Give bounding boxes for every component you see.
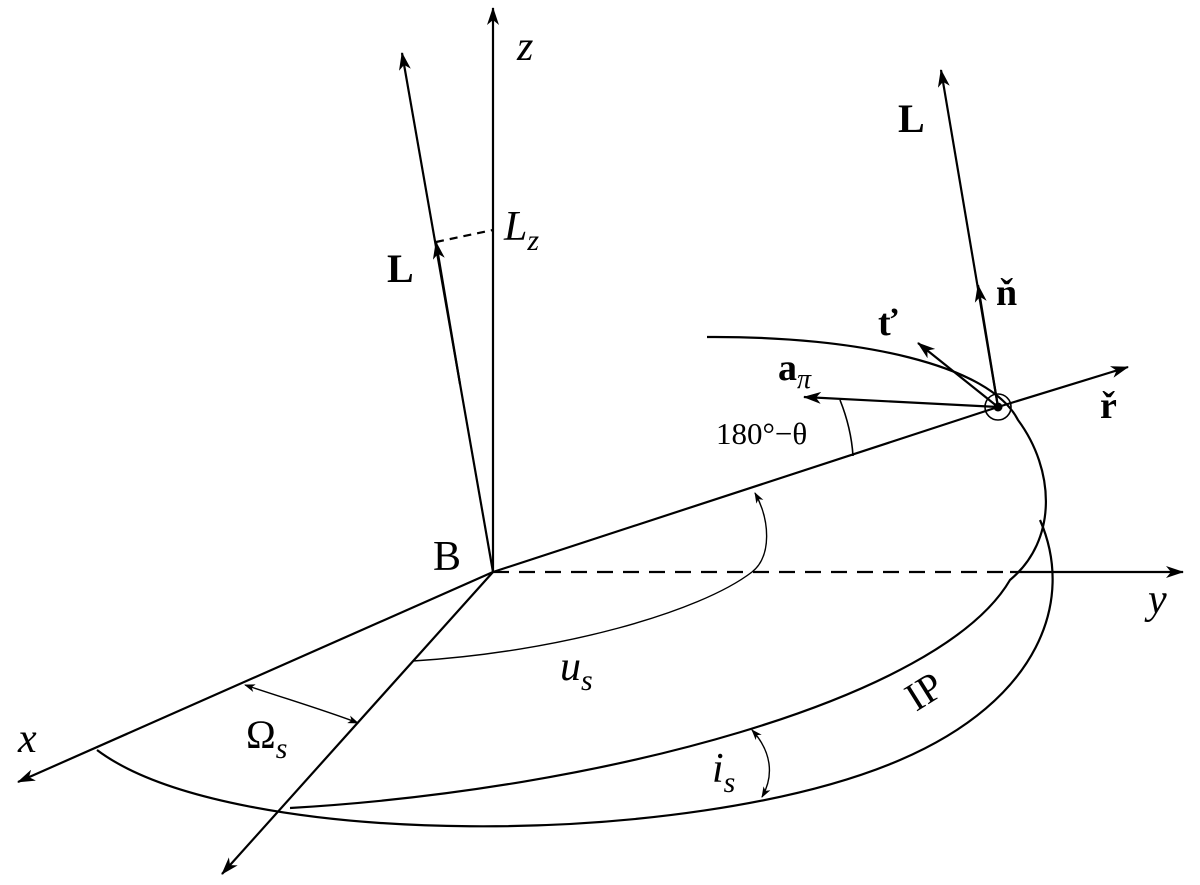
t-vector (917, 342, 999, 408)
body-circle (984, 393, 1012, 421)
r-hat-label: ř (1100, 385, 1117, 427)
origin-label: B (433, 534, 461, 580)
a-pi-label: aπ (778, 347, 812, 395)
body-dot (993, 402, 1003, 412)
r-vector (997, 365, 1129, 409)
i-s-label: is (712, 746, 735, 799)
y-axis-label: y (1144, 577, 1167, 623)
n-vector (974, 284, 1000, 408)
L-midpoint-arrow (432, 241, 462, 385)
x-axis (17, 570, 494, 784)
Lz-projection-dashed (435, 228, 494, 244)
u-s-label: us (560, 644, 593, 697)
inclination-angle-arc (751, 729, 771, 798)
IP-label: IP (897, 663, 951, 720)
t-hat-label: ť (878, 302, 898, 344)
z-axis-label: z (516, 24, 533, 70)
radius-line (492, 405, 999, 574)
L-right-label: L (898, 96, 925, 141)
n-hat-label: ň (996, 272, 1017, 314)
L-left-label: L (387, 246, 414, 291)
u-angle-arc (412, 492, 768, 662)
a-pi-vector (803, 391, 999, 409)
Lz-label: Lz (503, 204, 539, 257)
omega-s-label: Ωs (246, 712, 287, 765)
theta-angle-arc (839, 399, 854, 457)
orbit-curve (289, 335, 1047, 810)
theta-angle-label: 180°−θ (716, 416, 807, 451)
omega-angle-arc (244, 684, 359, 724)
reference-plane-arc (96, 519, 1054, 828)
x-axis-label: x (17, 716, 37, 762)
